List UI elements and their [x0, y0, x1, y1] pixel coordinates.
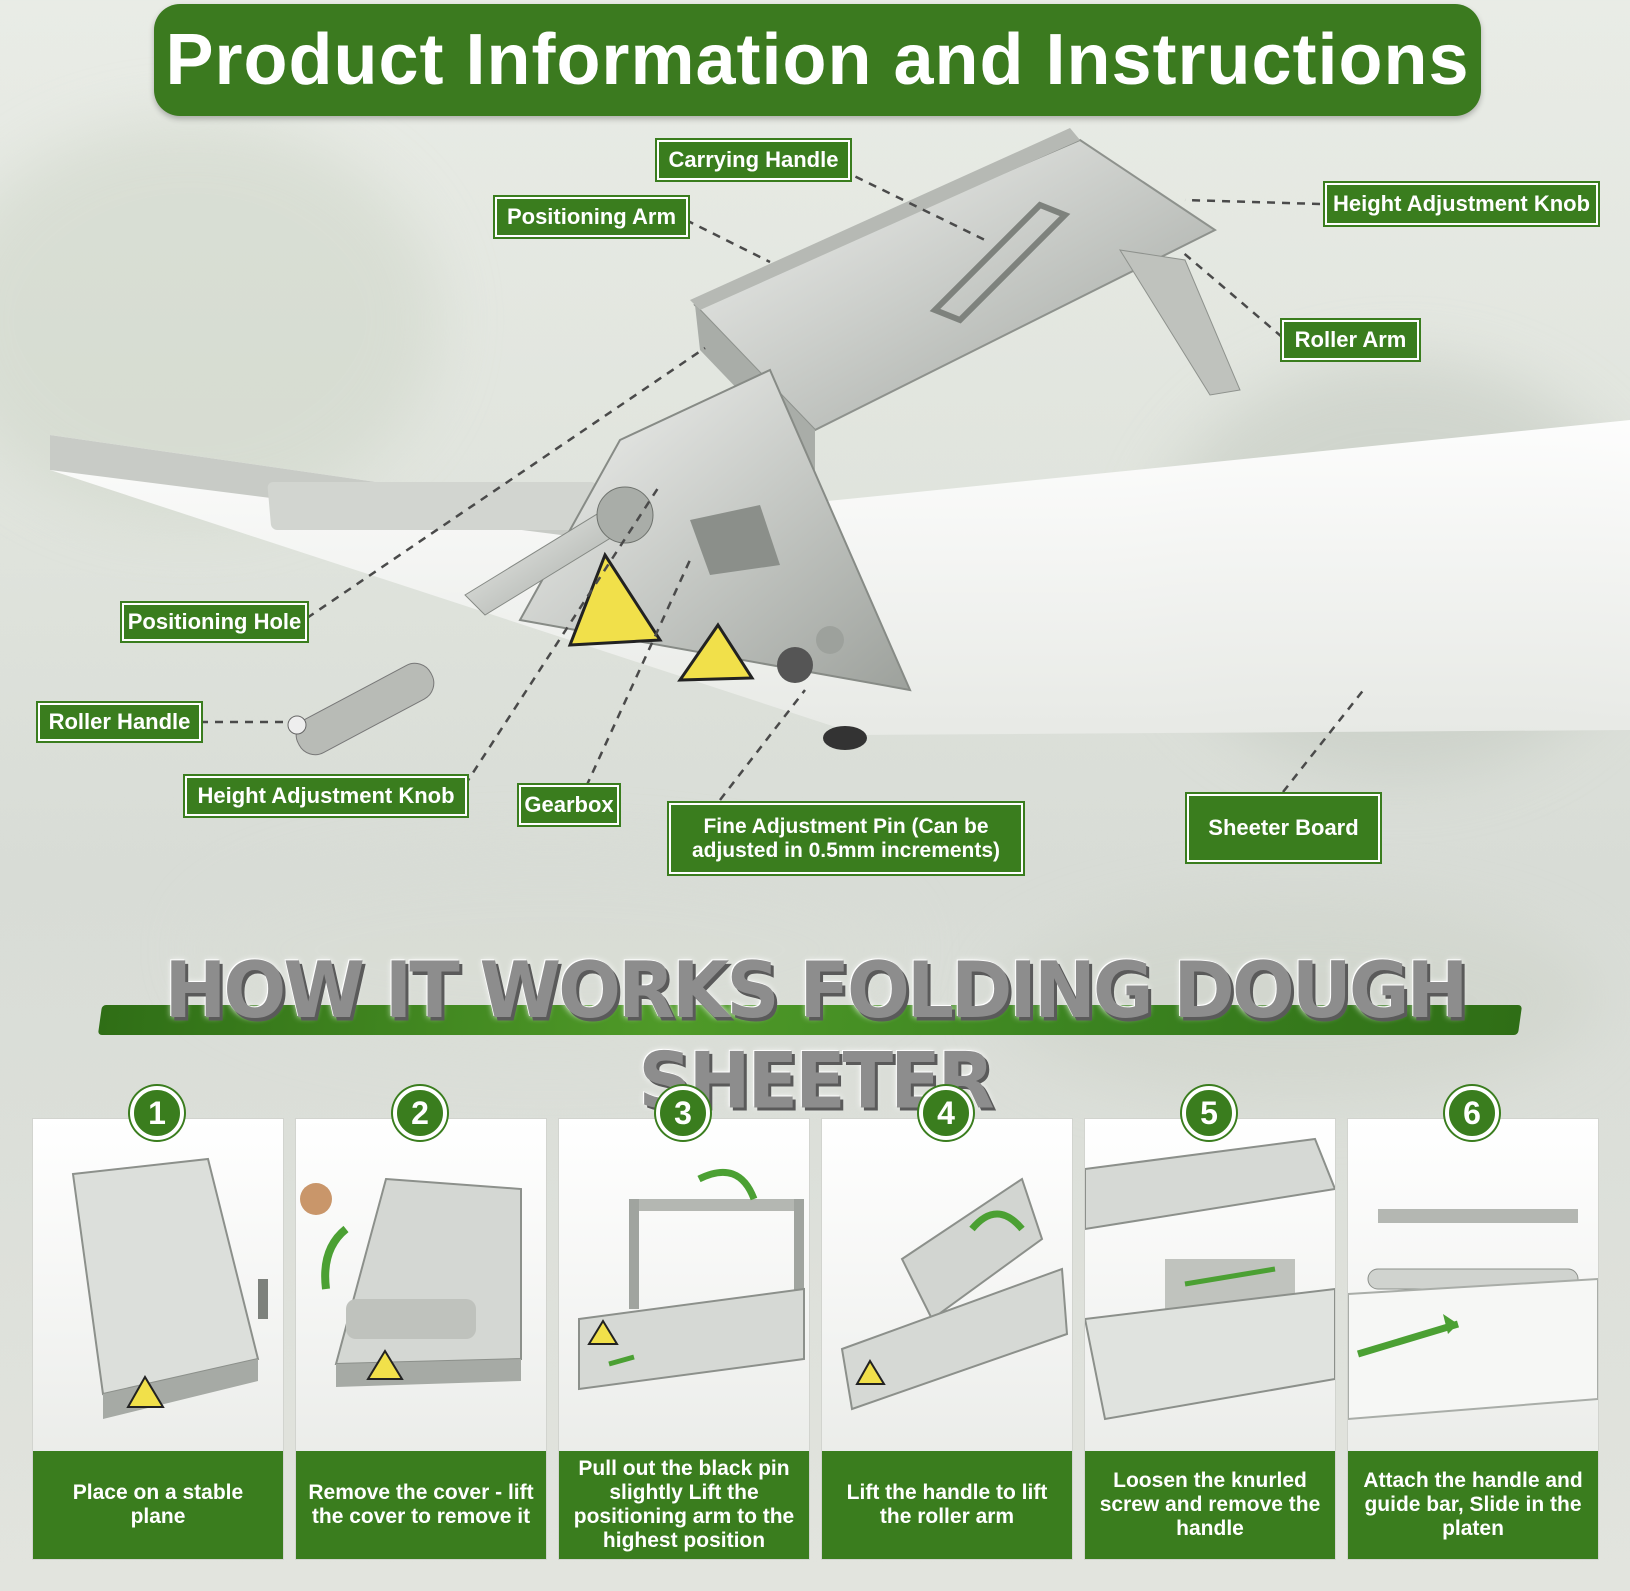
step-caption-5: Loosen the knurled screw and remove the … [1085, 1451, 1335, 1559]
label-positioning-arm: Positioning Arm [493, 195, 690, 239]
step-caption-6: Attach the handle and guide bar, Slide i… [1348, 1451, 1598, 1559]
step-3-illustration [578, 1168, 805, 1391]
step-5-illustration [1085, 1137, 1335, 1421]
step-2-illustration [300, 1177, 522, 1387]
step-number-1: 1 [130, 1086, 184, 1140]
step-card-2: Remove the cover - lift the cover to rem… [295, 1118, 547, 1560]
step-6-illustration [1348, 1209, 1598, 1421]
step-4-illustration [840, 1177, 1069, 1411]
label-height-adjustment-knob-bottom: Height Adjustment Knob [183, 774, 469, 818]
label-sheeter-board: Sheeter Board [1185, 792, 1382, 864]
step-card-3: Pull out the black pin slightly Lift the… [558, 1118, 810, 1560]
label-positioning-hole: Positioning Hole [120, 601, 309, 643]
label-fine-adjustment-pin: Fine Adjustment Pin (Can be adjusted in … [667, 801, 1025, 876]
step-caption-2: Remove the cover - lift the cover to rem… [296, 1451, 546, 1559]
step-number-5: 5 [1182, 1086, 1236, 1140]
step-card-1: Place on a stable plane [32, 1118, 284, 1560]
step-card-4: Lift the handle to lift the roller arm [821, 1118, 1073, 1560]
label-height-adjustment-knob-top: Height Adjustment Knob [1323, 181, 1600, 227]
label-roller-handle: Roller Handle [36, 701, 203, 743]
background-blur [1000, 900, 1600, 1100]
step-number-6: 6 [1445, 1086, 1499, 1140]
page-title: Product Information and Instructions [165, 20, 1470, 100]
how-it-works-title: HOW IT WORKS FOLDING DOUGH SHEETER [164, 945, 1468, 1127]
title-banner: Product Information and Instructions [154, 4, 1481, 116]
label-carrying-handle: Carrying Handle [655, 138, 852, 182]
step-card-5: Loosen the knurled screw and remove the … [1084, 1118, 1336, 1560]
step-number-4: 4 [919, 1086, 973, 1140]
dough-sheeter-illustration [50, 128, 1630, 801]
step-card-6: Attach the handle and guide bar, Slide i… [1347, 1118, 1599, 1560]
step-1-illustration [71, 1157, 268, 1419]
step-number-3: 3 [656, 1086, 710, 1140]
step-caption-1: Place on a stable plane [33, 1451, 283, 1559]
label-roller-arm: Roller Arm [1280, 318, 1421, 362]
label-gearbox: Gearbox [517, 783, 621, 827]
step-caption-4: Lift the handle to lift the roller arm [822, 1451, 1072, 1559]
step-number-2: 2 [393, 1086, 447, 1140]
step-caption-3: Pull out the black pin slightly Lift the… [559, 1451, 809, 1559]
